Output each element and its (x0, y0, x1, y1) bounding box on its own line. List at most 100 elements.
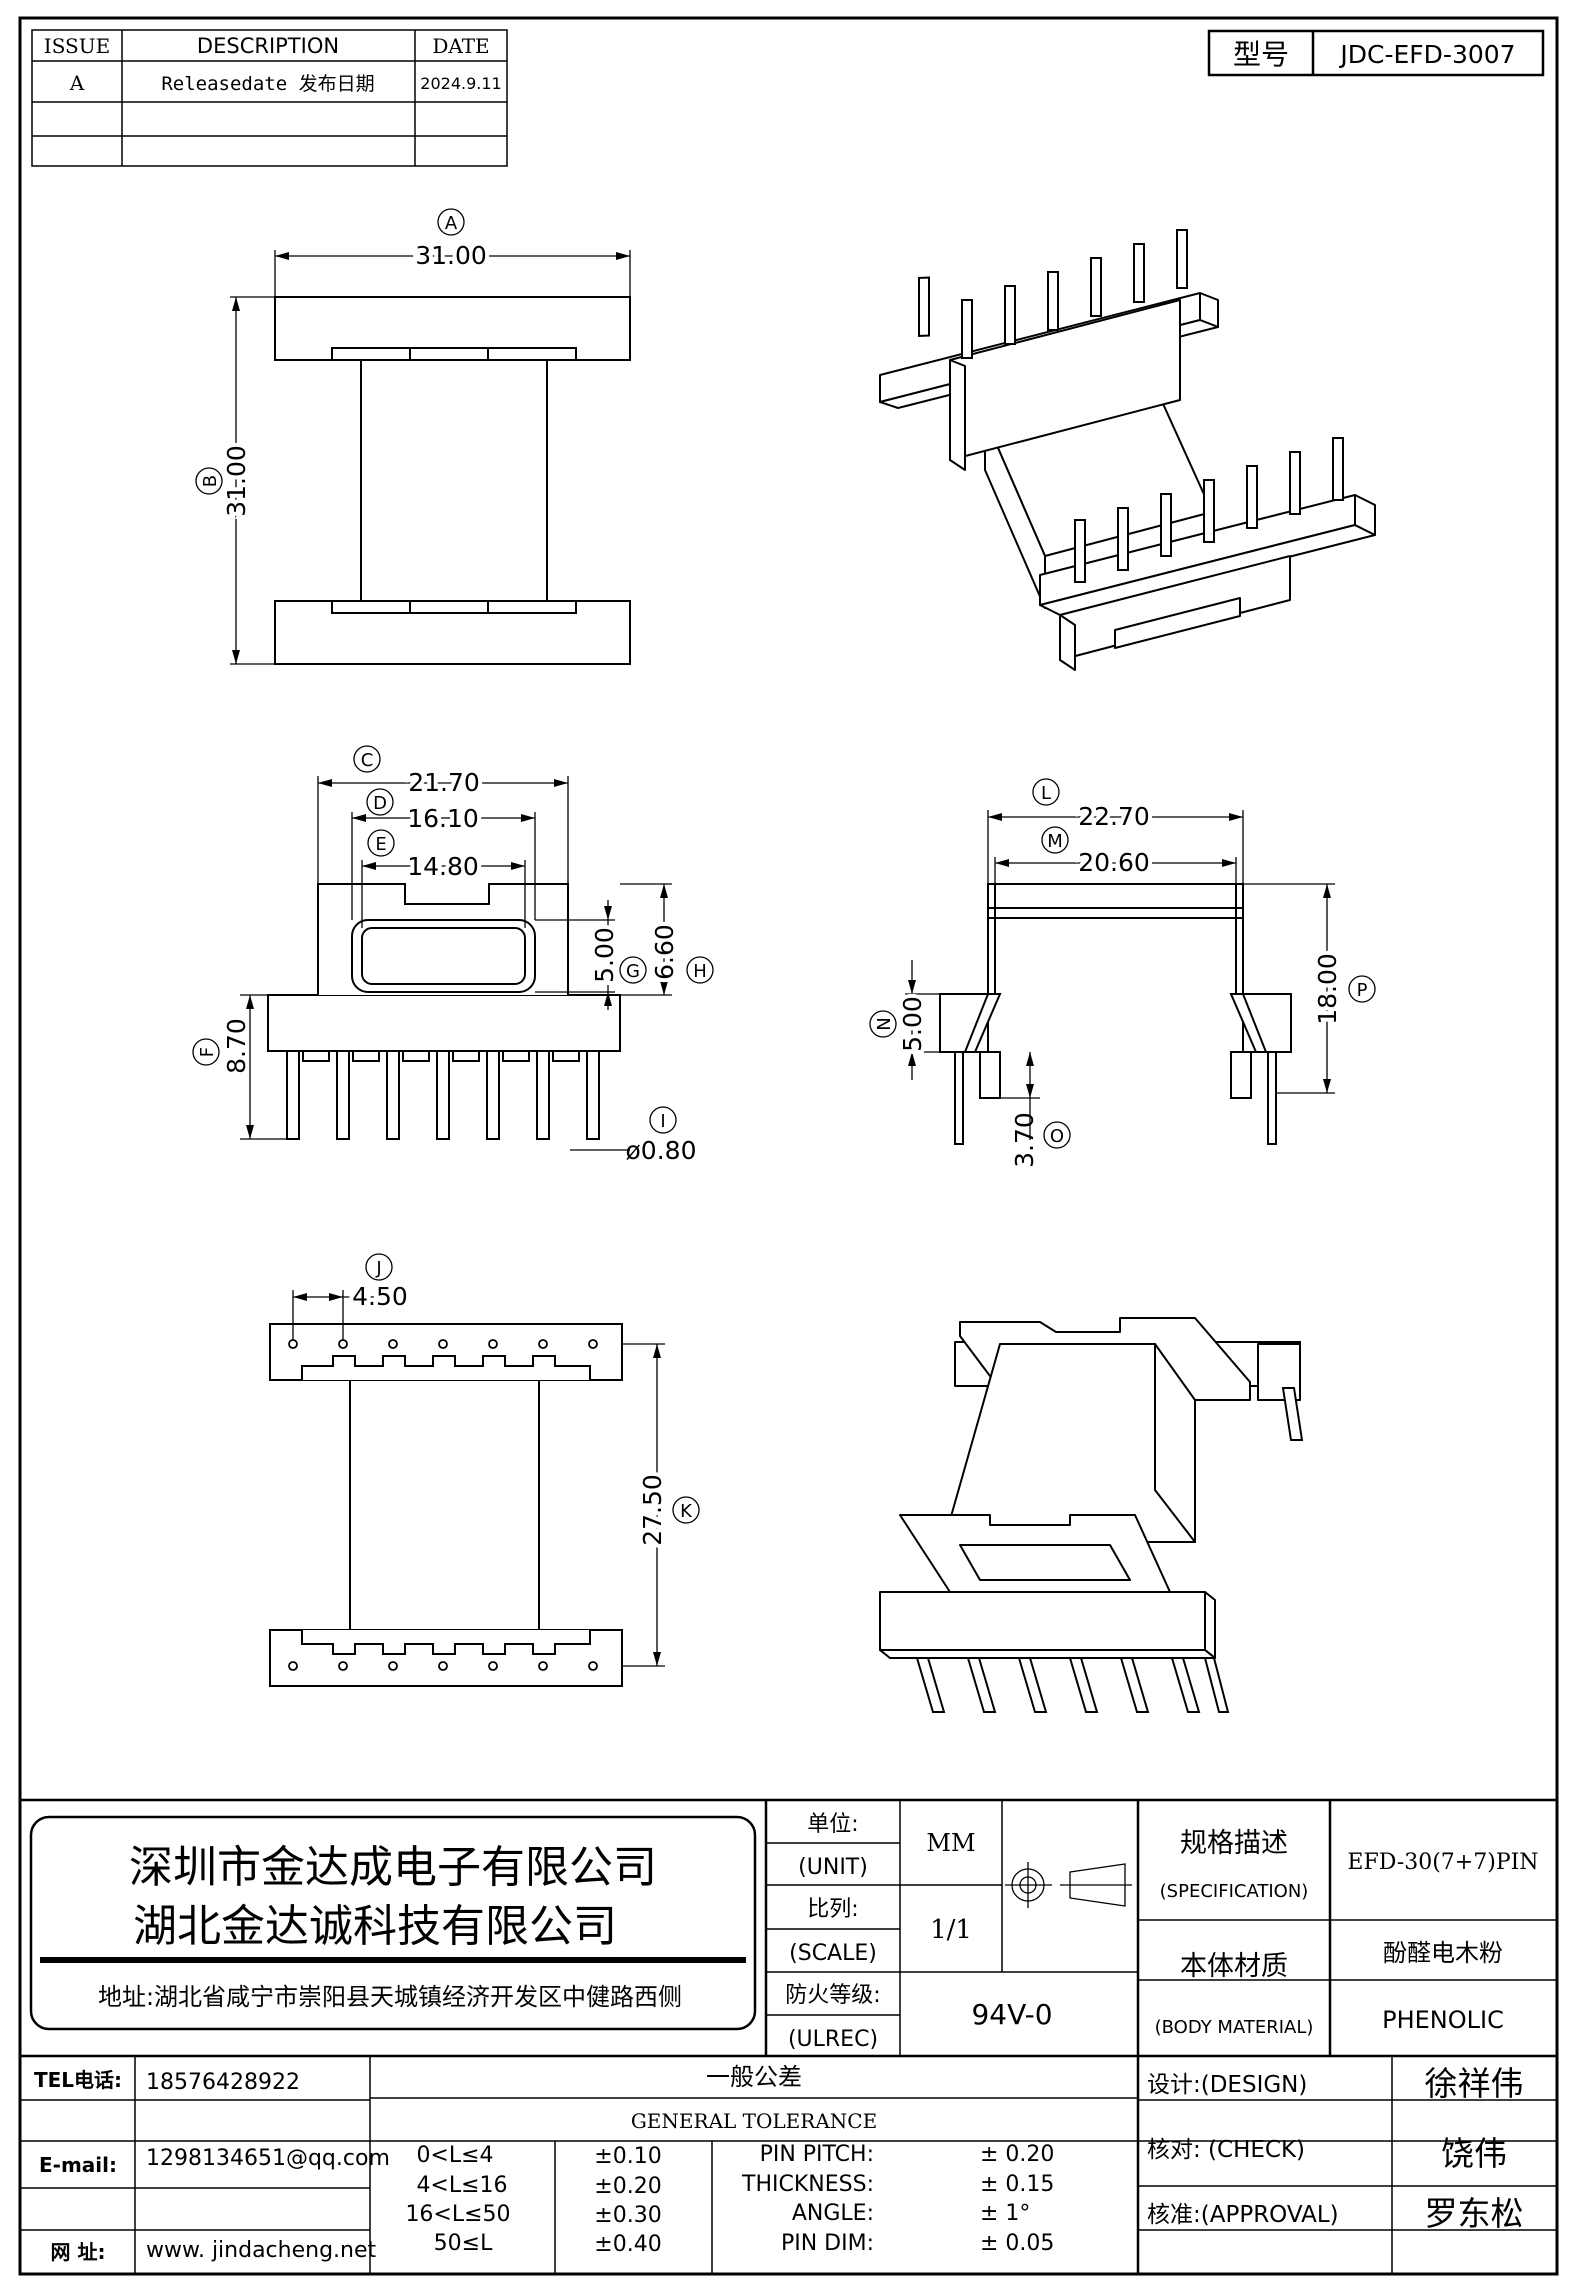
tag-O: O (1050, 1126, 1064, 1147)
fire-label-cn: 防火等级: (785, 1983, 880, 2008)
dim-A-value: 31.00 (415, 241, 487, 270)
dim-C-value: 21.70 (408, 768, 480, 797)
dim-D-value: 16.10 (407, 804, 479, 833)
tag-B: B (200, 475, 221, 487)
tag-F: F (197, 1047, 218, 1057)
tol-range-1: 0<L≤4 (416, 2143, 493, 2168)
tag-circle-D (366, 788, 394, 816)
tag-I: I (660, 1111, 665, 1132)
company-name-2: 湖北金达诚科技有限公司 (133, 1901, 617, 1952)
rev-row-description: Releasedate 发布日期 (161, 73, 374, 95)
material-value-en: PHENOLIC (1382, 2006, 1504, 2034)
tag-circle-B (195, 467, 223, 495)
dim-B-value: 31.00 (222, 445, 251, 517)
spec-value: EFD-30(7+7)PIN (1347, 1850, 1538, 1875)
bottom-view-pin-holes (288, 1339, 598, 1671)
tol-range-4: 50≤L (434, 2231, 493, 2256)
tag-E: E (375, 834, 386, 855)
model-label: 型号 (1233, 38, 1289, 71)
revision-table (31, 29, 508, 167)
tol-value-1: ±0.10 (594, 2144, 661, 2169)
tag-circle-A (437, 208, 465, 236)
tol-range-2: 4<L≤16 (416, 2173, 507, 2198)
tag-circle-G (619, 956, 647, 984)
tag-circle-N (869, 1010, 897, 1038)
tag-circle-J (365, 1253, 393, 1281)
unit-value: MM (926, 1829, 975, 1857)
spec-name-1: PIN PITCH: (760, 2142, 874, 2167)
model-value: JDC-EFD-3007 (1338, 40, 1515, 69)
tag-circle-C (353, 745, 381, 773)
design-label: 设计:(DESIGN) (1147, 2072, 1307, 2098)
tag-circle-O (1043, 1121, 1071, 1149)
rev-header-description: DESCRIPTION (197, 34, 339, 58)
dim-F-value: 8.70 (222, 1018, 251, 1074)
material-value-cn: 酚醛电木粉 (1383, 1939, 1503, 1967)
dim-I-value: ø0.80 (626, 1136, 697, 1165)
isometric-view-bottom-pins (915, 1387, 1304, 1713)
unit-label-cn: 单位: (807, 1812, 858, 1837)
unit-label-en: (UNIT) (798, 1855, 868, 1880)
dim-H-value: 6.60 (650, 924, 679, 980)
spec-name-2: THICKNESS: (741, 2172, 874, 2197)
tag-N: N (874, 1017, 895, 1030)
rev-row-issue: A (69, 71, 85, 95)
sheet-border (18, 16, 1559, 2276)
tag-K: K (680, 1501, 693, 1522)
dim-M-value: 20.60 (1078, 848, 1150, 877)
tag-circle-P (1348, 975, 1376, 1003)
tag-H: H (693, 961, 707, 982)
tag-circle-M (1041, 826, 1069, 854)
company-address: 地址:湖北省咸宁市崇阳县天城镇经济开发区中健路西侧 (98, 1983, 682, 2011)
top-view-outline (274, 296, 631, 665)
tol-value-3: ±0.30 (594, 2203, 661, 2228)
check-value: 饶伟 (1441, 2134, 1507, 2173)
bottom-view-outline (269, 1323, 623, 1687)
title-block-frame (20, 1798, 1557, 2274)
dim-E-value: 14.80 (407, 852, 479, 881)
front-view-arrows (246, 779, 668, 1139)
dim-P-value: 18.00 (1313, 953, 1342, 1025)
email-label: E-mail: (39, 2153, 117, 2177)
tag-C: C (361, 750, 374, 771)
tag-circle-I (649, 1106, 677, 1134)
tag-circle-H (686, 956, 714, 984)
dim-G-value: 5.00 (590, 927, 619, 983)
tol-value-2: ±0.20 (594, 2174, 661, 2199)
rev-header-issue: ISSUE (44, 34, 110, 58)
model-box (1207, 29, 1545, 77)
tag-circle-F (192, 1038, 220, 1066)
tag-G: G (626, 961, 640, 982)
tag-circle-K (672, 1496, 700, 1524)
rev-row-date: 2024.9.11 (420, 74, 501, 93)
spec-name-3: ANGLE: (792, 2201, 874, 2226)
spec-name-4: PIN DIM: (781, 2231, 874, 2256)
spec-label-cn: 规格描述 (1180, 1828, 1288, 1859)
tel-value: 18576428922 (146, 2070, 300, 2095)
tolerance-title-en: GENERAL TOLERANCE (631, 2109, 877, 2133)
front-view-outline (267, 883, 621, 1052)
dim-L-value: 22.70 (1078, 802, 1150, 831)
scale-value: 1/1 (930, 1915, 972, 1945)
top-view-dimension-lines (230, 250, 631, 665)
dim-J-value: 4.50 (352, 1282, 408, 1311)
tag-J: J (375, 1258, 381, 1279)
spec-label-en: (SPECIFICATION) (1160, 1881, 1309, 1902)
spec-value-2: ± 0.15 (980, 2172, 1054, 2197)
spec-value-1: ± 0.20 (980, 2142, 1054, 2167)
scale-label-cn: 比列: (807, 1897, 858, 1922)
material-label-cn: 本体材质 (1180, 1951, 1288, 1982)
tag-circle-E (367, 829, 395, 857)
tag-M: M (1047, 831, 1063, 852)
title-block-lines (20, 1800, 1557, 2274)
side-view-arrows (908, 813, 1331, 1098)
bottom-view-arrows (293, 1293, 661, 1666)
tag-circle-L (1032, 778, 1060, 806)
design-value: 徐祥伟 (1425, 2064, 1524, 2103)
material-label-en: (BODY MATERIAL) (1155, 2017, 1314, 2038)
rev-header-date: DATE (432, 34, 489, 58)
isometric-view-top-pins (918, 229, 1344, 583)
scale-label-en: (SCALE) (789, 1941, 877, 1966)
spec-value-3: ± 1° (980, 2201, 1030, 2226)
